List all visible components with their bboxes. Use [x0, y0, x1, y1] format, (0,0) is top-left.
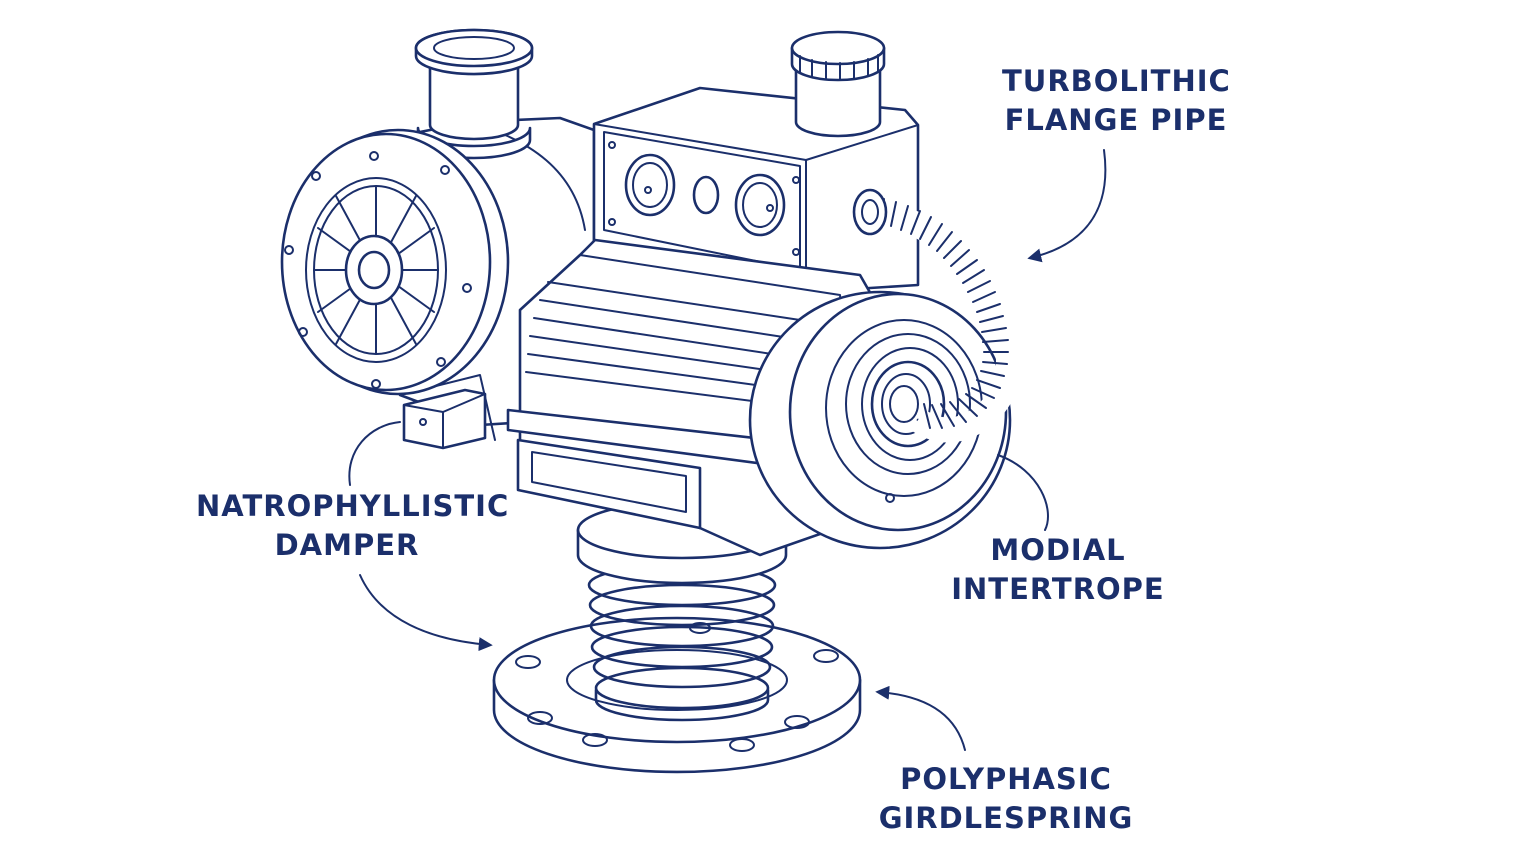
- flange-bolt: [311, 171, 321, 181]
- flange-pipe-hose: [852, 188, 1021, 443]
- base-bolt-hole: [582, 733, 608, 747]
- panel-screw: [608, 218, 616, 226]
- base-bolt-hole: [729, 738, 755, 752]
- damper-box: [402, 388, 487, 450]
- panel-screw: [608, 141, 616, 149]
- panel-screw: [792, 176, 800, 184]
- label-line: POLYPHASIC: [900, 762, 1112, 796]
- leader-line-modial: [997, 454, 1049, 531]
- flange-bolt: [440, 165, 450, 175]
- leader-line-natrophyllistic-top: [348, 421, 401, 486]
- label-line: GIRDLESPRING: [878, 801, 1134, 835]
- control-box: [592, 86, 920, 294]
- label-line: NATROPHYLLISTIC: [196, 489, 510, 523]
- leader-arrow-turbolithic: [1027, 149, 1107, 263]
- cooling-fins: [525, 281, 801, 405]
- label-polyphasic-girdlespring: POLYPHASIC GIRDLESPRING: [878, 760, 1134, 838]
- flange-bolt: [371, 379, 381, 389]
- flange-bolt: [298, 327, 308, 337]
- base-bolt-hole: [813, 649, 839, 663]
- label-natrophyllistic-damper: NATROPHYLLISTIC DAMPER: [196, 487, 510, 565]
- label-turbolithic-flange-pipe: TURBOLITHIC FLANGE PIPE: [1002, 62, 1230, 140]
- fan-flange: [280, 128, 510, 396]
- panel-screw: [792, 248, 800, 256]
- label-line: FLANGE PIPE: [1004, 103, 1228, 137]
- top-cap: [790, 30, 886, 138]
- base-flange: [492, 616, 862, 774]
- girdlespring-coil: [587, 563, 777, 722]
- label-line: INTERTROPE: [951, 572, 1165, 606]
- flange-bolt: [436, 357, 446, 367]
- label-modial-intertrope: MODIAL INTERTROPE: [944, 531, 1172, 609]
- label-line: TURBOLITHIC: [1002, 64, 1231, 98]
- leader-arrow-polyphasic: [875, 685, 966, 751]
- left-top-pipe: [414, 28, 534, 160]
- base-bolt-hole: [515, 655, 541, 669]
- label-line: MODIAL: [990, 533, 1126, 567]
- base-bolt-hole: [784, 715, 810, 729]
- base-bolt-hole: [527, 711, 553, 725]
- flange-bolt: [369, 151, 379, 161]
- flange-bolt: [462, 283, 472, 293]
- indicator-light: [692, 175, 720, 215]
- flange-bolt: [284, 245, 294, 255]
- leader-arrow-natrophyllistic: [359, 574, 493, 652]
- label-line: DAMPER: [274, 528, 420, 562]
